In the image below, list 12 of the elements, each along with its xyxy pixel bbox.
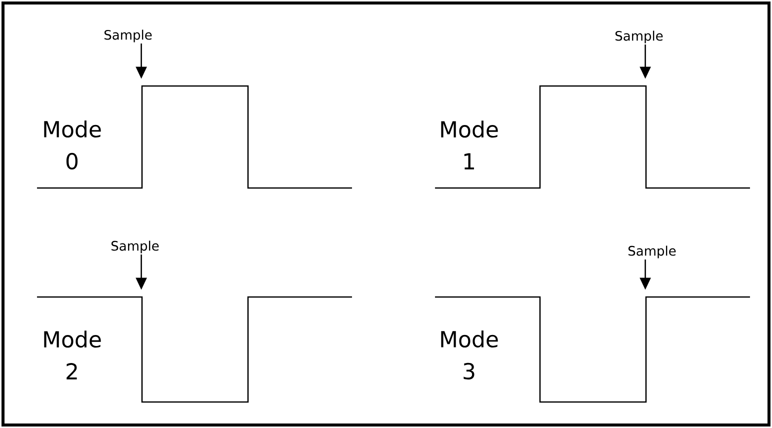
sample-label: Sample (616, 30, 663, 44)
mode-label: Mode 1 (441, 120, 498, 170)
mode-label: Mode 0 (44, 120, 101, 170)
mode-label: Mode 2 (44, 330, 101, 380)
sample-label: Sample (628, 246, 676, 258)
waveform (37, 85, 352, 189)
waveform (435, 85, 750, 189)
waveform (435, 296, 750, 403)
sample-label: Sample (112, 240, 159, 254)
waveform (37, 296, 352, 403)
sample-label: Sample (104, 30, 152, 42)
mode-label: Mode 3 (441, 330, 498, 380)
